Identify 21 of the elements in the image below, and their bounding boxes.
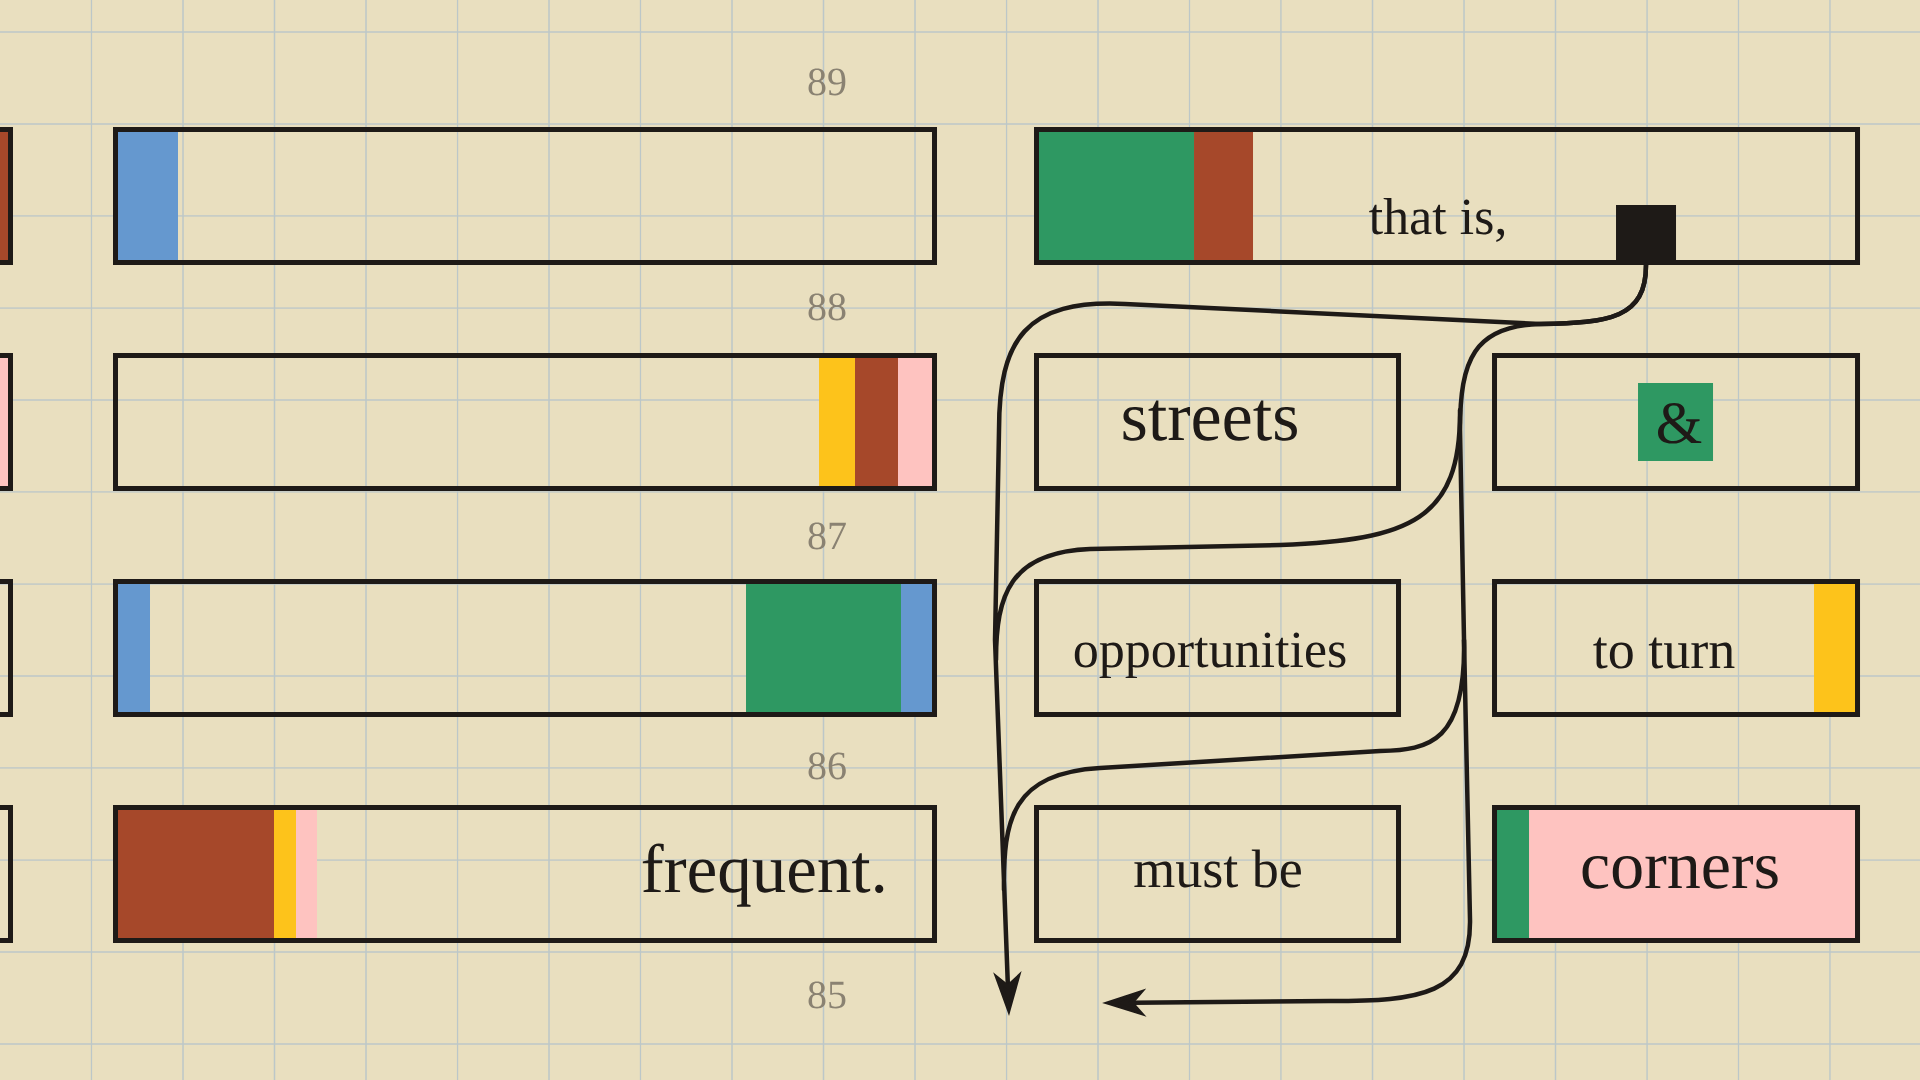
word-box: that is,	[1034, 127, 1860, 265]
word-box: must be	[1034, 805, 1401, 943]
row-number: 88	[808, 293, 846, 321]
cropped-box	[0, 127, 13, 265]
start-square	[1616, 205, 1676, 260]
empty-box	[113, 579, 937, 717]
empty-box	[1492, 353, 1860, 491]
row-number: 86	[808, 752, 846, 780]
row-number: 87	[808, 522, 846, 550]
word-box: to turn	[1492, 579, 1860, 717]
cropped-box	[0, 353, 13, 491]
word-box: frequent.	[113, 805, 937, 943]
cropped-box	[0, 805, 13, 943]
empty-box	[113, 127, 937, 265]
ampersand-tile: &	[1638, 383, 1713, 461]
word-box: corners	[1492, 805, 1860, 943]
cropped-box	[0, 579, 13, 717]
word-box: opportunities	[1034, 579, 1401, 717]
row-number: 85	[808, 981, 846, 1009]
empty-box	[113, 353, 937, 491]
word-box: streets	[1034, 353, 1401, 491]
